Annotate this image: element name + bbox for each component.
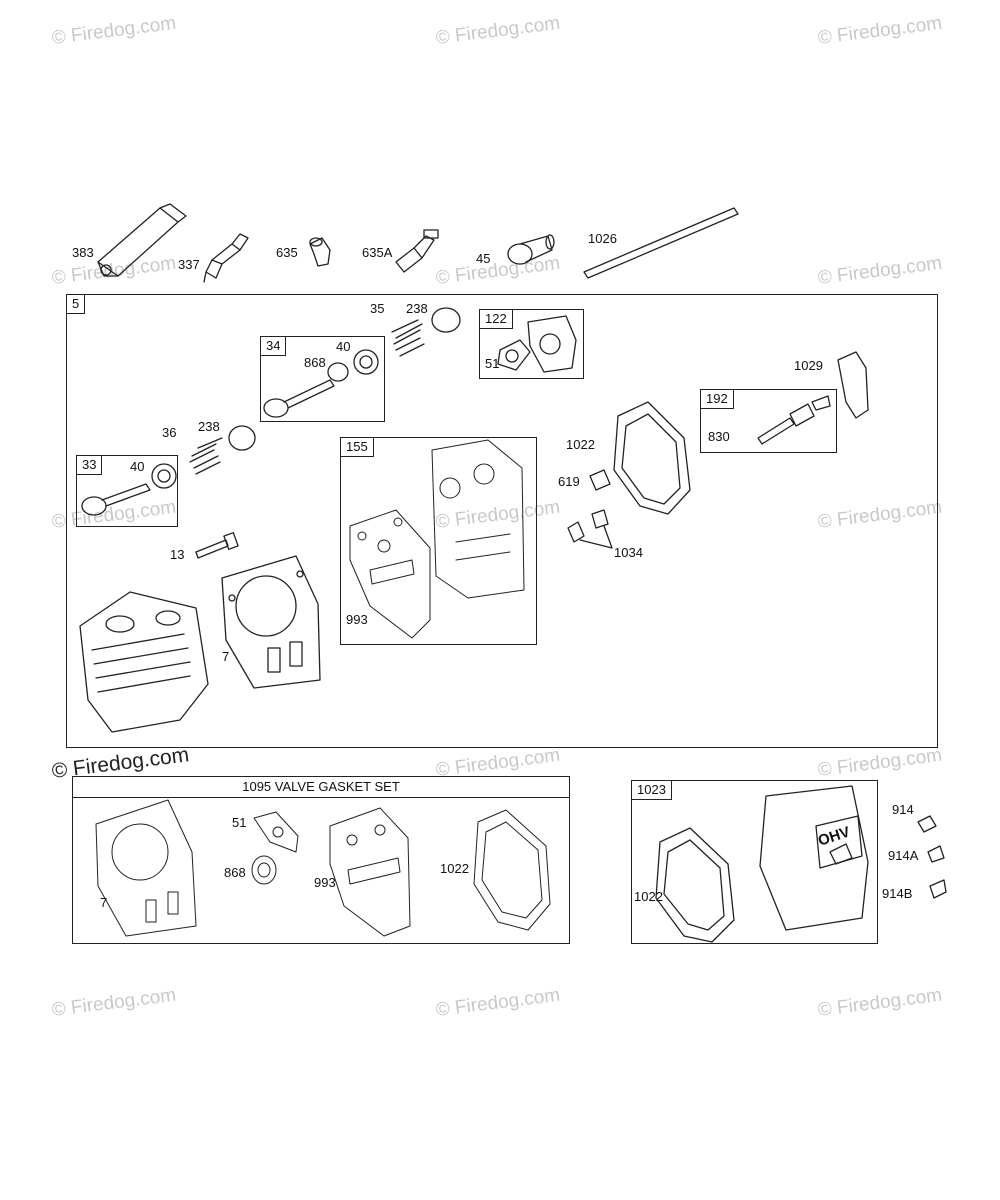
group-tag: 122: [479, 309, 513, 329]
rocker-stud-drawing: [757, 395, 831, 445]
part-label: 1026: [588, 231, 617, 246]
exhaust-valve-drawing: [263, 349, 379, 418]
part-label: 1034: [614, 545, 643, 560]
gasket-set-box: 1095 VALVE GASKET SET: [72, 776, 570, 944]
valve-exhaust-box: 34: [260, 336, 385, 422]
valve-intake-box: 33: [76, 455, 178, 527]
group-tag: 1023: [631, 780, 672, 800]
part-label: 238: [406, 301, 428, 316]
gasket-kit-box: 155: [340, 437, 537, 645]
rocker-arm-drawing: [837, 351, 869, 419]
push-rod-drawing: [583, 207, 739, 279]
part-label: 51: [232, 815, 247, 830]
breather-drawing: [497, 315, 577, 373]
part-label: 635A: [362, 245, 393, 260]
part-label: 868: [224, 865, 246, 880]
part-label: 238: [198, 419, 220, 434]
spark-plug-drawing: [203, 233, 249, 283]
part-label: 35: [370, 301, 385, 316]
part-label: 1022: [566, 437, 595, 452]
part-label: 868: [304, 355, 326, 370]
intake-valve-drawing: [81, 463, 177, 516]
breather-box: 122: [479, 309, 584, 379]
part-label: 1022: [440, 861, 469, 876]
part-label: 993: [346, 612, 368, 627]
part-label: 914: [892, 802, 914, 817]
group-tag: 192: [700, 389, 734, 409]
group-tag: 155: [340, 437, 374, 457]
part-label: 36: [162, 425, 177, 440]
gasket-set-drawings: [95, 799, 551, 937]
part-635-drawing: [309, 237, 331, 267]
cover-bolts-drawing: [917, 815, 947, 899]
group-tag: 34: [260, 336, 287, 356]
part-label: 1029: [794, 358, 823, 373]
cylinder-head-drawing: [79, 591, 209, 733]
main-assembly-box: 5: [66, 294, 938, 748]
part-635a-drawing: [395, 229, 439, 273]
part-label: 7: [222, 649, 230, 664]
part-label: 619: [558, 474, 580, 489]
gasket-kit-drawing: [349, 439, 525, 639]
group-tag: 5: [66, 294, 86, 314]
intake-spring-drawing: [189, 425, 256, 475]
part-label: 45: [476, 251, 491, 266]
valve-cover-box: 1023: [631, 780, 878, 944]
part-label: 337: [178, 257, 200, 272]
part-label: 40: [336, 339, 351, 354]
valve-cover-drawing: [655, 785, 869, 943]
group-tag: 33: [76, 455, 103, 475]
part-label: 993: [314, 875, 336, 890]
valve-spring-drawing: [391, 307, 461, 357]
part-619-drawing: [567, 469, 613, 549]
part-label: 914A: [888, 848, 919, 863]
part-label: 830: [708, 429, 730, 444]
part-label: 51: [485, 356, 500, 371]
part-label: 7: [100, 895, 108, 910]
part-45-drawing: [507, 234, 555, 265]
part-label: 383: [72, 245, 94, 260]
part-383-drawing: [97, 203, 187, 277]
head-gasket-drawing: [221, 555, 321, 689]
part-label: 40: [130, 459, 145, 474]
head-bolt-drawing: [195, 532, 239, 559]
part-label: 13: [170, 547, 185, 562]
rocker-box: 192: [700, 389, 837, 453]
part-label: 635: [276, 245, 298, 260]
part-label: 1022: [634, 889, 663, 904]
cover-gasket-drawing: [613, 401, 691, 515]
part-label: 914B: [882, 886, 913, 901]
gasket-set-title: 1095 VALVE GASKET SET: [73, 777, 569, 798]
